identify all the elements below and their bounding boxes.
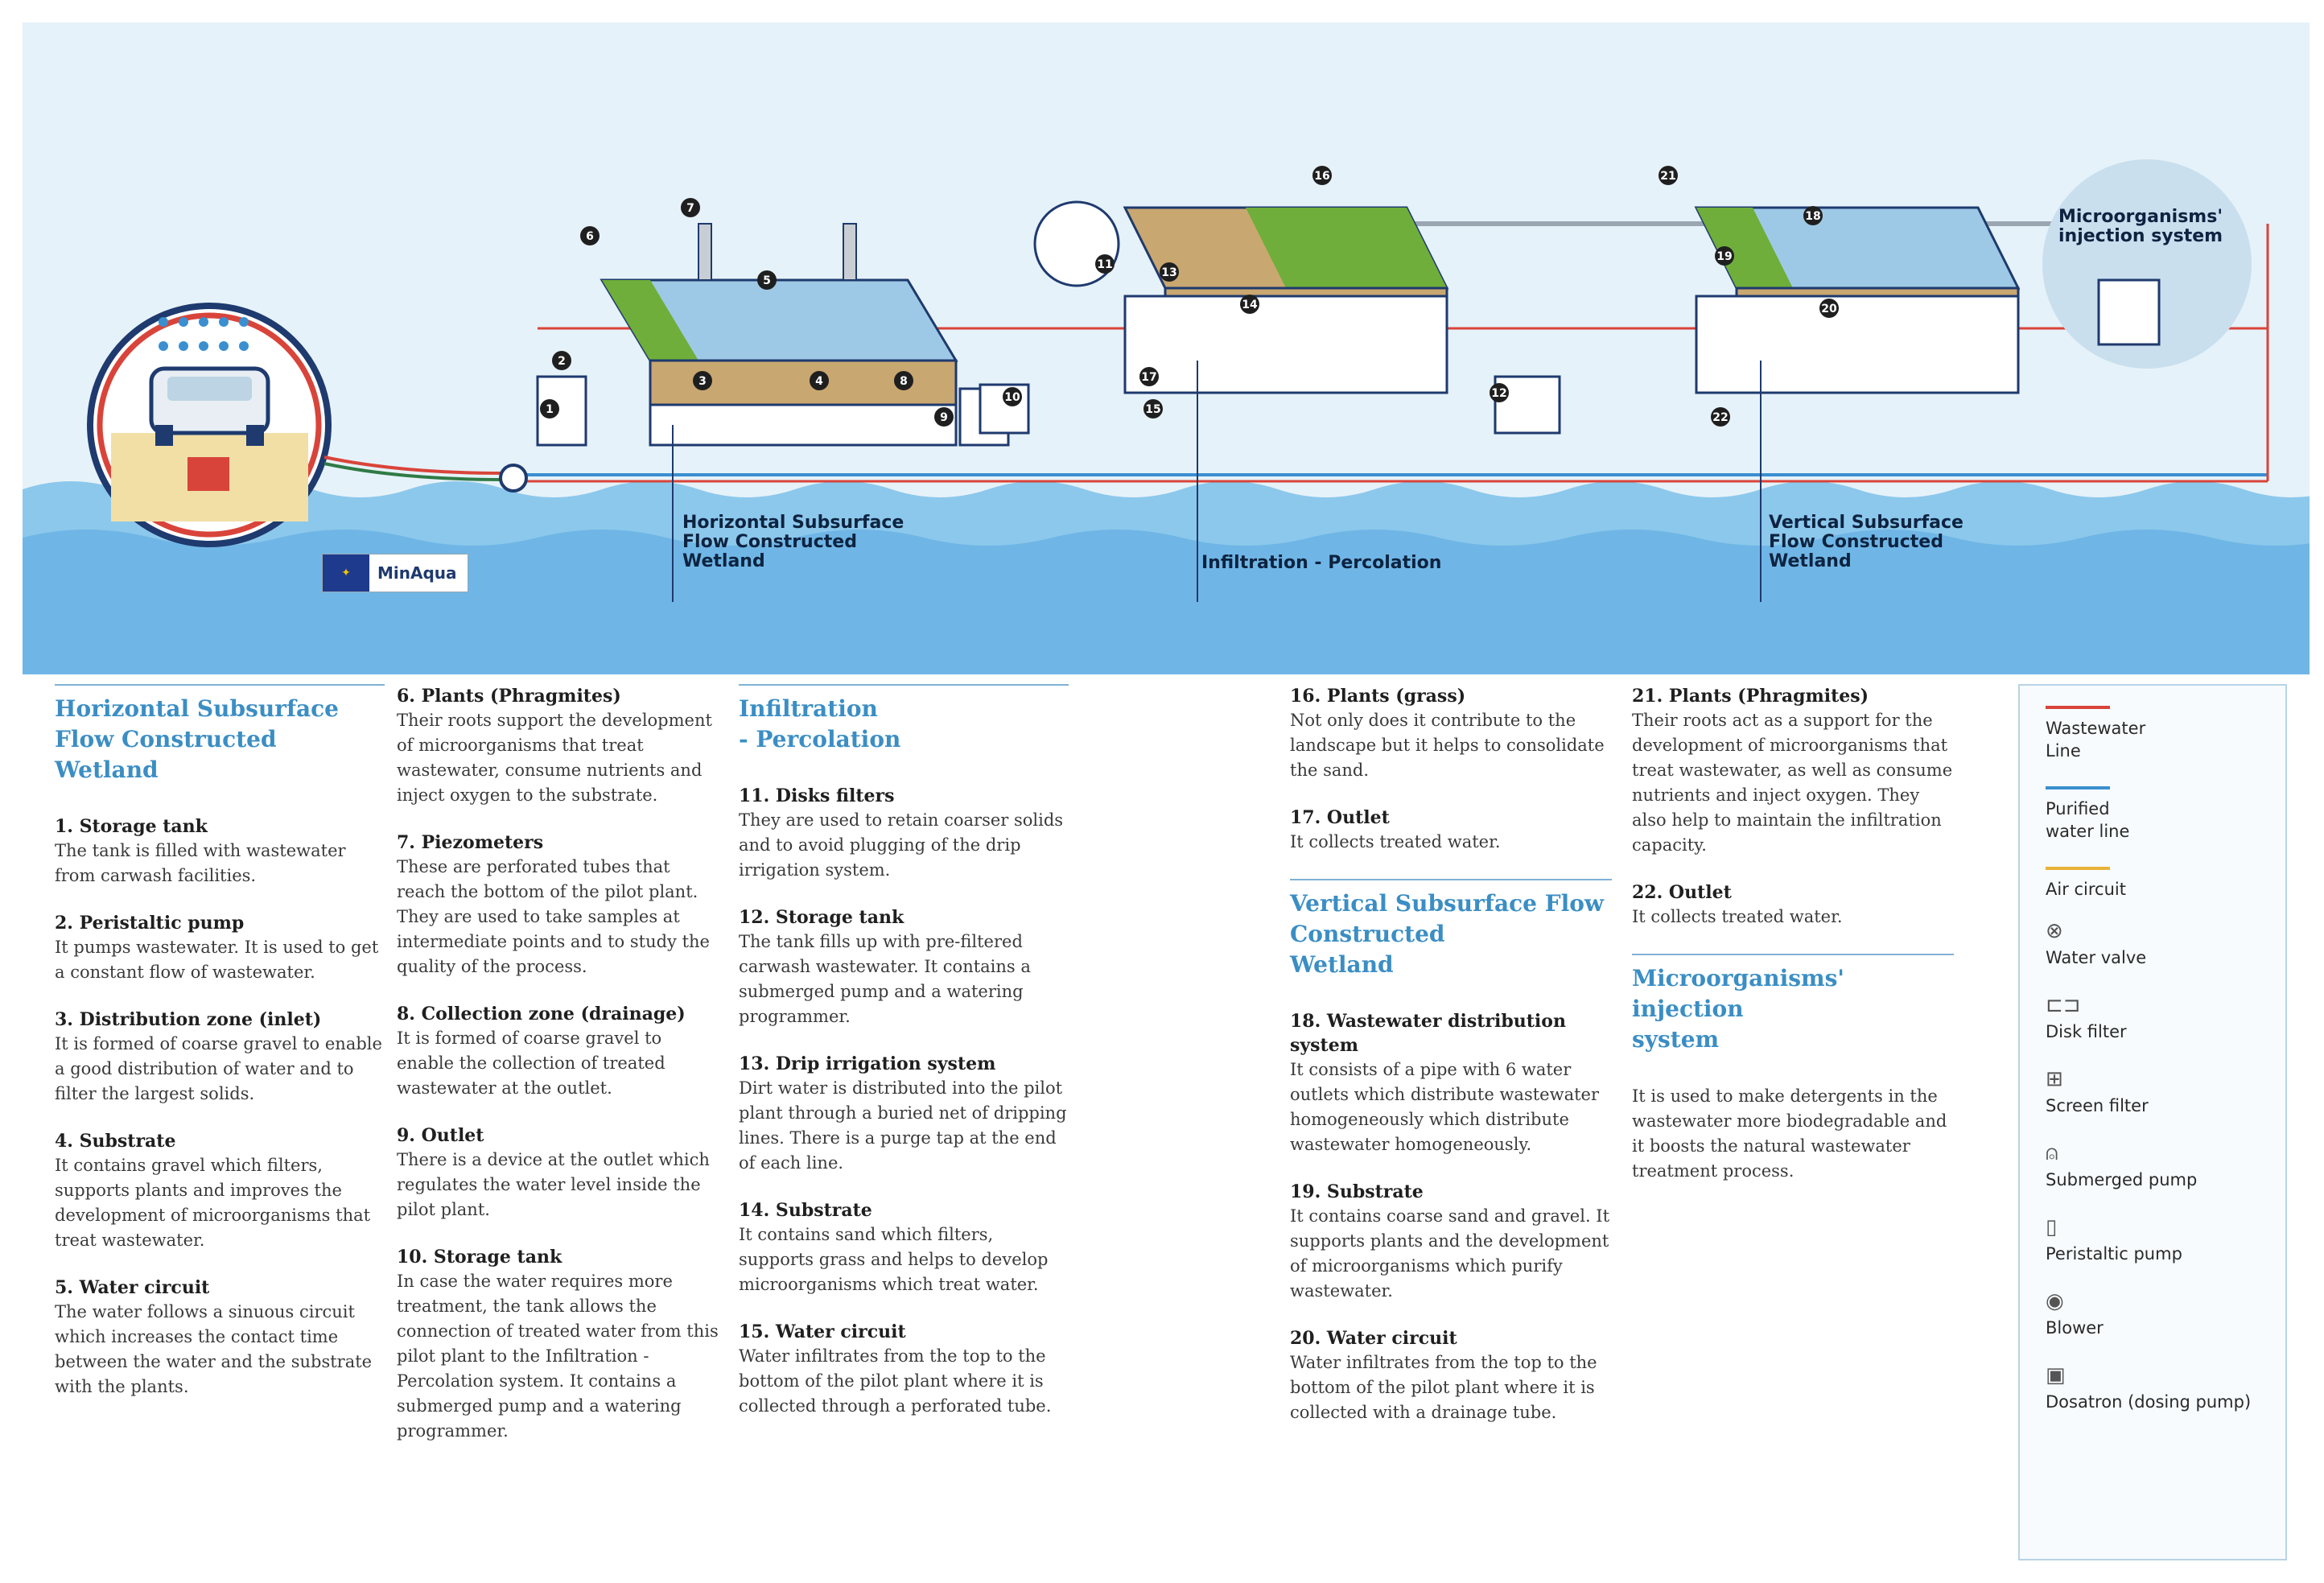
dosatron-icon: ▣ bbox=[2046, 1363, 2066, 1387]
svg-text:15: 15 bbox=[1145, 403, 1160, 416]
item-3: 3. Distribution zone (inlet)It is formed… bbox=[55, 1009, 382, 1103]
svg-text:4: 4 bbox=[815, 375, 823, 388]
section-title-hsf: Horizontal Subsurface Flow Constructed W… bbox=[55, 684, 385, 785]
legend-dosatron: ▣Dosatron (dosing pump) bbox=[2046, 1363, 2252, 1412]
svg-text:3: 3 bbox=[698, 375, 707, 388]
water-band-deep bbox=[23, 530, 2310, 674]
column-vsf: 16. Plants (grass)Not only does it contr… bbox=[1290, 684, 1612, 1448]
blower-icon: ◉ bbox=[2046, 1289, 2064, 1313]
number-markers: 1 2 3 4 5 6 7 8 9 10 11 12 13 14 15 16 1… bbox=[540, 166, 1839, 427]
legend-blower: ◉Blower bbox=[2046, 1289, 2104, 1338]
column-infiltration: Infiltration - Percolation 11. Disks fil… bbox=[739, 684, 1069, 1441]
item-8: 8. Collection zone (drainage)It is forme… bbox=[397, 1004, 686, 1098]
peristaltic-pump-icon: ▯ bbox=[2046, 1215, 2058, 1239]
carwash-illustration bbox=[87, 303, 506, 547]
column-hsf-continued: 6. Plants (Phragmites)Their roots suppor… bbox=[397, 684, 719, 1466]
svg-text:13: 13 bbox=[1161, 266, 1176, 279]
column-hsf: Horizontal Subsurface Flow Constructed W… bbox=[55, 684, 385, 1422]
label-hsf: Horizontal Subsurface Flow Constructed W… bbox=[682, 513, 904, 571]
svg-text:9: 9 bbox=[940, 411, 948, 424]
legend-disk-filter: ⊏⊐Disk filter bbox=[2046, 993, 2127, 1041]
section-title-vsf: Vertical Subsurface Flow Constructed Wet… bbox=[1290, 879, 1612, 980]
wastewater-line-swatch bbox=[2046, 706, 2110, 709]
purified-line-swatch bbox=[2046, 786, 2110, 789]
legend-valve: ⊗Water valve bbox=[2046, 919, 2147, 967]
logo-text: MinAqua bbox=[377, 563, 457, 583]
svg-text:20: 20 bbox=[1821, 303, 1837, 315]
legend-wastewater: Wastewater Line bbox=[2046, 706, 2145, 762]
svg-text:2: 2 bbox=[558, 355, 566, 368]
process-diagram: 1 2 3 4 5 6 7 8 9 10 11 12 13 14 15 16 1… bbox=[23, 23, 2310, 674]
svg-text:1: 1 bbox=[546, 403, 554, 416]
item-16: 16. Plants (grass)Not only does it contr… bbox=[1290, 686, 1605, 780]
svg-text:8: 8 bbox=[900, 375, 908, 388]
air-line-swatch bbox=[2046, 867, 2110, 870]
section-title-infiltration: Infiltration - Percolation bbox=[739, 684, 1069, 755]
legend-screen-filter: ⊞Screen filter bbox=[2046, 1067, 2149, 1115]
vsf-wetland-unit bbox=[1694, 206, 2021, 602]
svg-text:11: 11 bbox=[1097, 258, 1112, 271]
svg-text:10: 10 bbox=[1004, 391, 1020, 404]
legend-box: Wastewater Line Purified water line Air … bbox=[2018, 684, 2287, 1560]
item-21: 21. Plants (Phragmites)Their roots act a… bbox=[1632, 686, 1953, 855]
microorganisms-description: It is used to make detergents in the was… bbox=[1632, 1086, 1947, 1181]
label-infiltration: Infiltration - Percolation bbox=[1201, 553, 1442, 573]
eu-flag-icon: ✦ bbox=[323, 554, 369, 592]
section-title-microorganisms: Microorganisms' injection system bbox=[1632, 954, 1954, 1055]
submerged-pump-icon: ⍝ bbox=[2046, 1141, 2058, 1165]
legend-air: Air circuit bbox=[2046, 867, 2126, 901]
svg-text:18: 18 bbox=[1805, 210, 1820, 223]
screen-filter-icon: ⊞ bbox=[2046, 1067, 2063, 1091]
svg-text:14: 14 bbox=[1242, 299, 1258, 311]
svg-text:12: 12 bbox=[1491, 387, 1506, 400]
svg-text:5: 5 bbox=[763, 274, 771, 287]
microorganism-unit bbox=[2042, 159, 2252, 369]
legend-submerged-pump: ⍝Submerged pump bbox=[2046, 1141, 2198, 1189]
svg-text:19: 19 bbox=[1716, 250, 1732, 263]
label-microorganisms: Microorganisms' injection system bbox=[2058, 207, 2223, 246]
svg-text:17: 17 bbox=[1141, 371, 1156, 384]
valve-icon: ⊗ bbox=[2046, 919, 2063, 943]
legend-text-area: Horizontal Subsurface Flow Constructed W… bbox=[23, 684, 2310, 1569]
diagram-canvas: 1 2 3 4 5 6 7 8 9 10 11 12 13 14 15 16 1… bbox=[23, 159, 2310, 674]
column-vsf-continued: 21. Plants (Phragmites)Their roots act a… bbox=[1632, 684, 1954, 1206]
label-vsf: Vertical Subsurface Flow Constructed Wet… bbox=[1769, 513, 1963, 571]
svg-text:7: 7 bbox=[686, 202, 694, 215]
svg-text:22: 22 bbox=[1712, 411, 1728, 424]
infiltration-unit bbox=[979, 200, 1561, 602]
svg-text:21: 21 bbox=[1660, 170, 1675, 183]
svg-text:16: 16 bbox=[1314, 170, 1329, 183]
svg-text:6: 6 bbox=[586, 230, 594, 243]
minaqua-logo: ✦ MinAqua bbox=[322, 554, 468, 592]
disk-filter-icon: ⊏⊐ bbox=[2046, 993, 2081, 1017]
item-6: 6. Plants (Phragmites)Their roots suppor… bbox=[397, 686, 712, 805]
legend-peristaltic-pump: ▯Peristaltic pump bbox=[2046, 1215, 2182, 1264]
legend-purified: Purified water line bbox=[2046, 786, 2129, 843]
